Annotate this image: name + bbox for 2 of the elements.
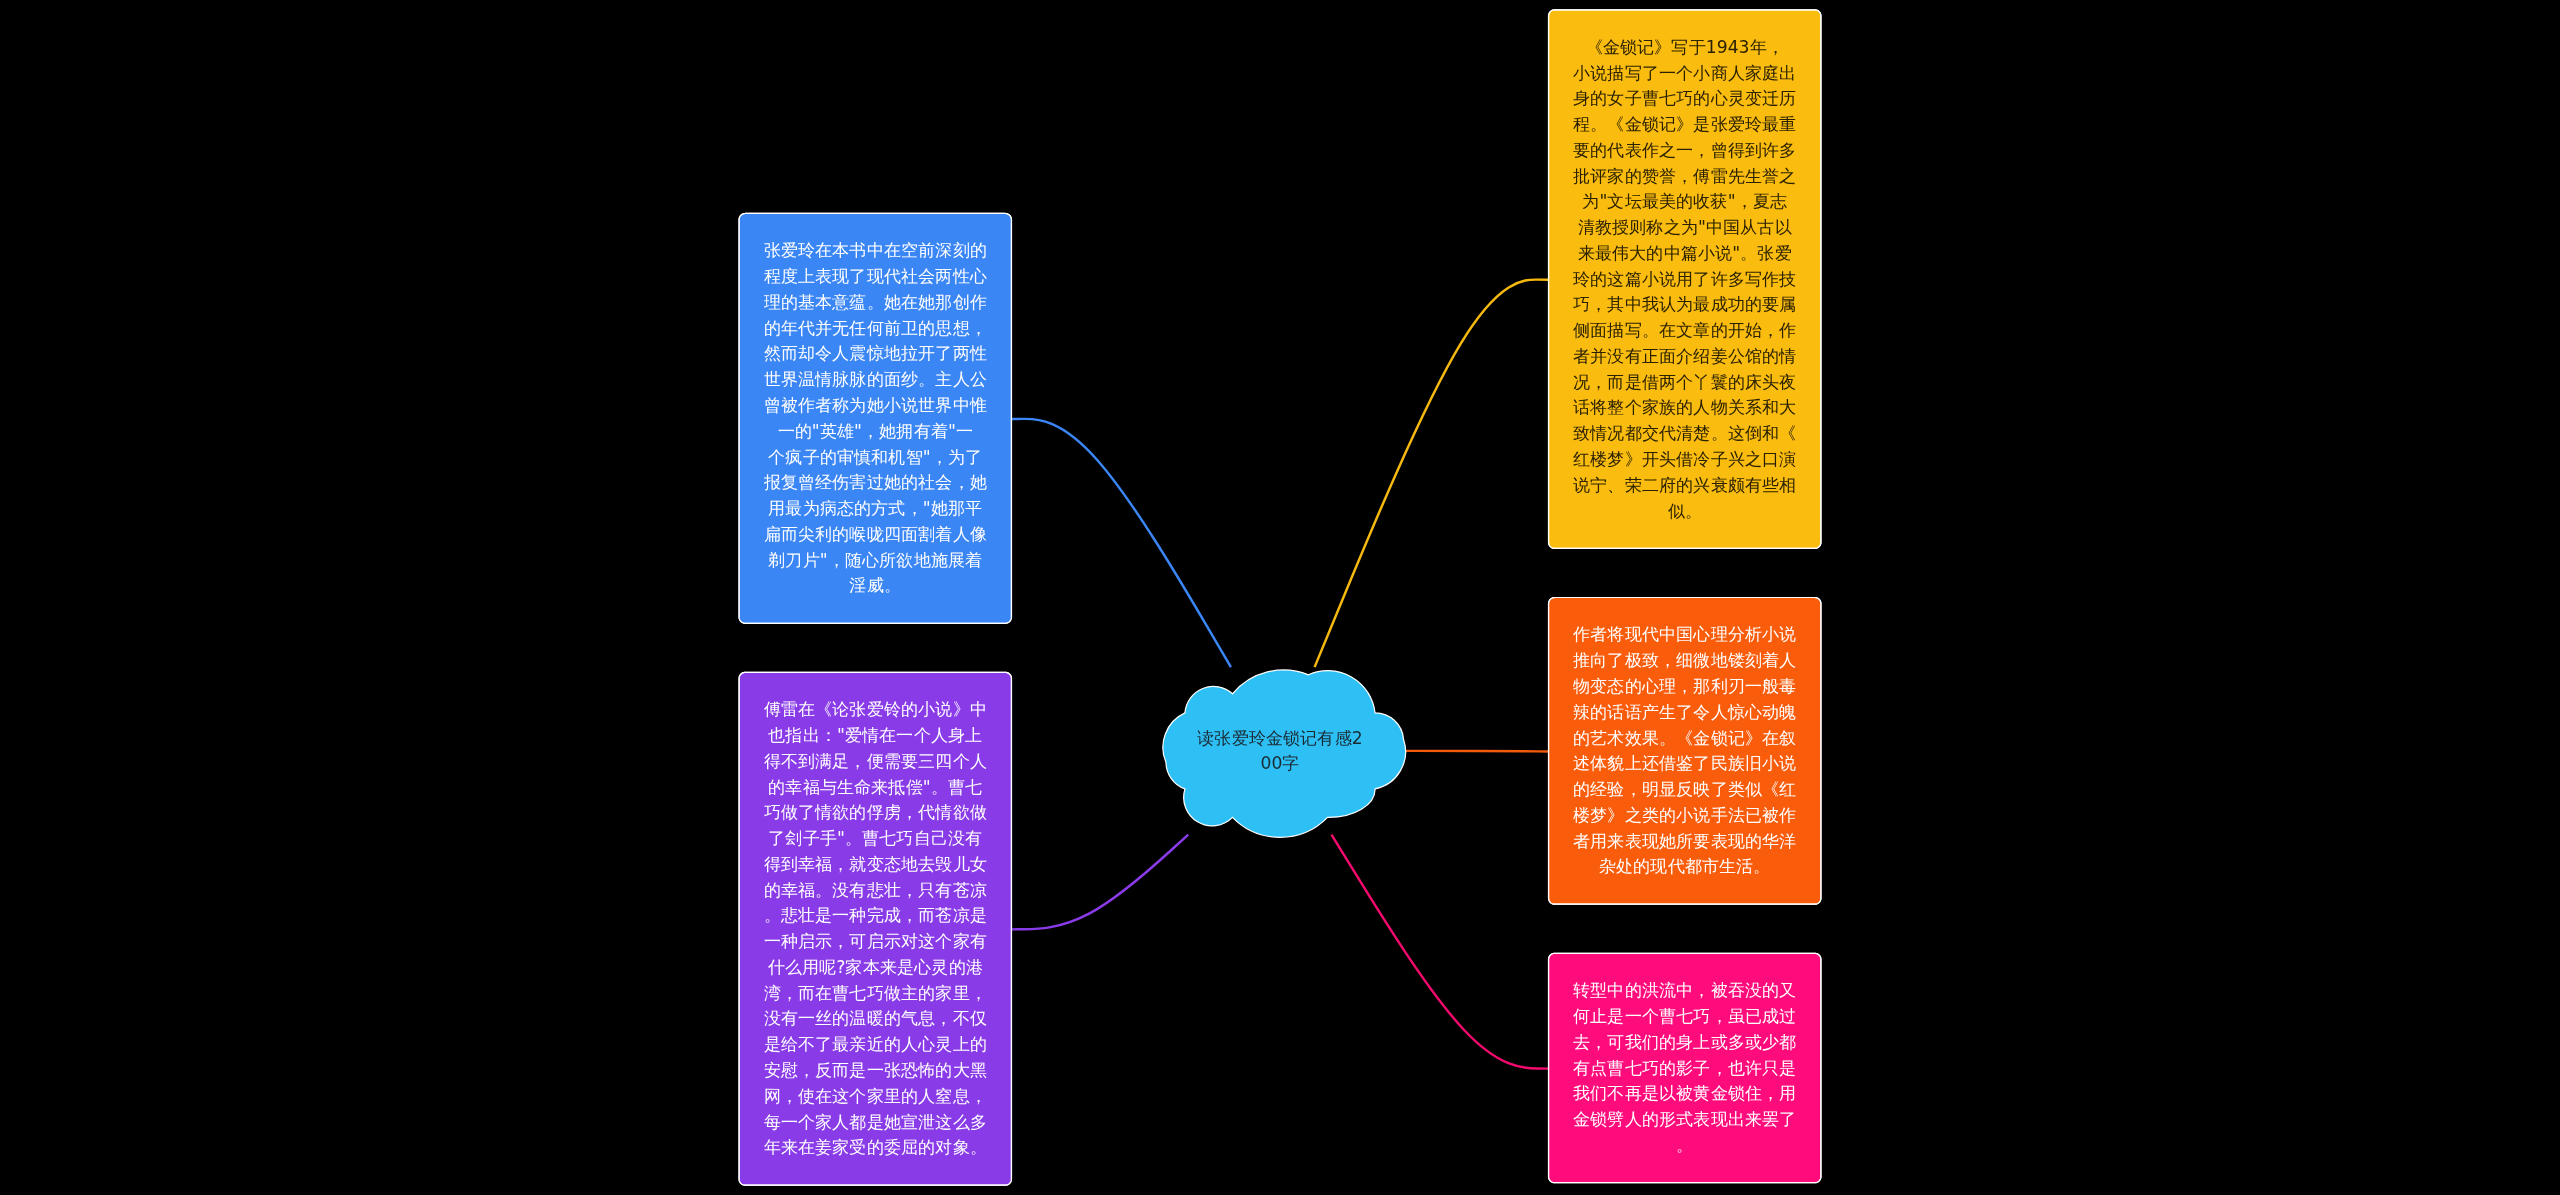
connector	[1012, 833, 1190, 931]
connector	[1012, 417, 1232, 668]
